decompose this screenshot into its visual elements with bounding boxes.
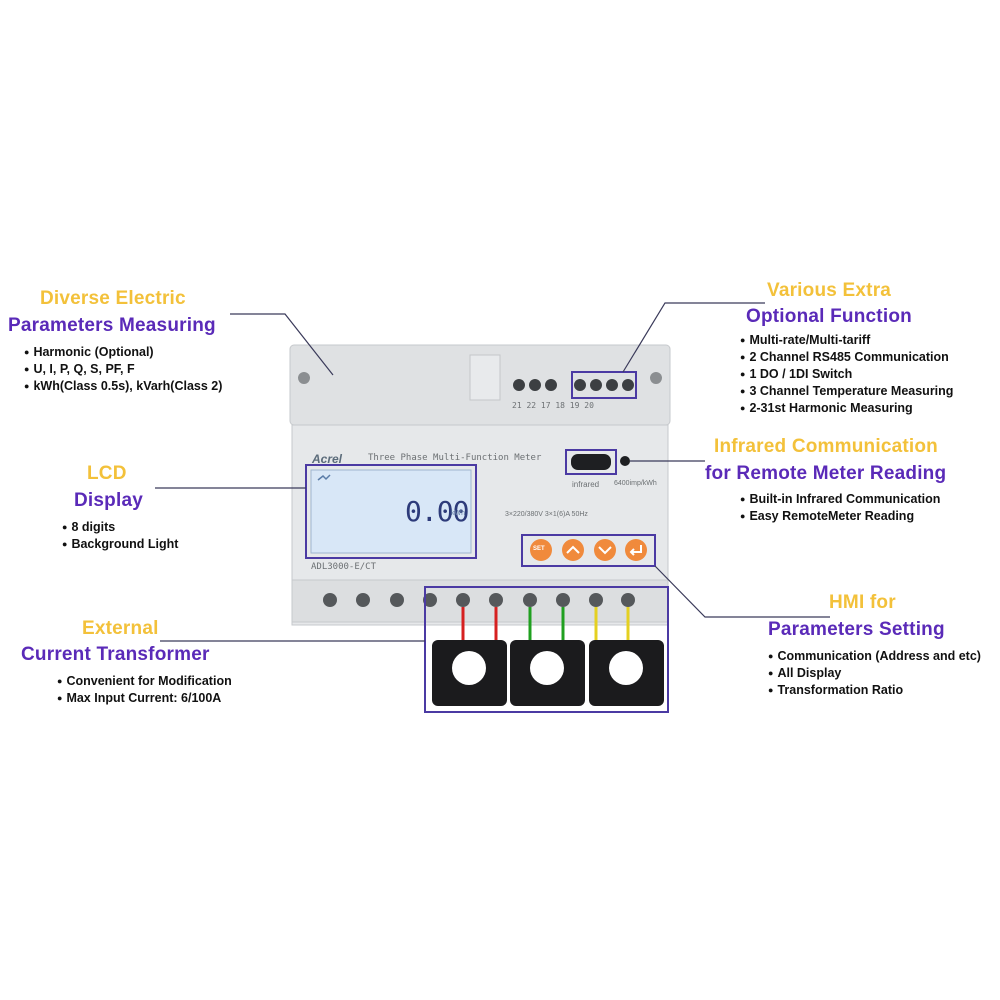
terminal-labels: 21 22 17 18 19 20 (512, 401, 594, 410)
lcd-screen (310, 469, 472, 554)
ct-bullets: Convenient for Modification Max Input Cu… (57, 673, 232, 707)
infrared-bullets: Built-in Infrared Communication Easy Rem… (740, 491, 940, 525)
current-transformers (432, 640, 664, 706)
list-item: kWh(Class 0.5s), kVarh(Class 2) (24, 378, 222, 395)
ct-wires (461, 607, 630, 640)
meter-clip (469, 354, 501, 401)
diverse-bullets: Harmonic (Optional) U, I, P, Q, S, PF, F… (24, 344, 222, 395)
list-item: 3 Channel Temperature Measuring (740, 383, 953, 400)
diverse-heading-2: Parameters Measuring (8, 315, 216, 336)
lcd-value: 0.00 (405, 495, 469, 528)
list-item: 1 DO / 1DI Switch (740, 366, 953, 383)
list-item: 2 Channel RS485 Communication (740, 349, 953, 366)
infrared-heading-1: Infrared Communication (714, 436, 938, 457)
pulse-led-icon (620, 456, 630, 466)
list-item: Convenient for Modification (57, 673, 231, 690)
list-item: All Display (768, 665, 981, 682)
list-item: Communication (Address and etc) (768, 648, 981, 665)
ct-heading-2: Current Transformer (21, 644, 210, 665)
screw-icon (650, 372, 662, 384)
list-item: 8 digits (62, 519, 178, 536)
infrared-window (571, 454, 611, 470)
infrared-heading-2: for Remote Meter Reading (705, 463, 947, 484)
extra-heading-1: Various Extra (767, 280, 892, 301)
lcd-unit: kWh (451, 510, 465, 517)
rating-label: 3×220/380V 3×1(6)A 50Hz (505, 511, 588, 518)
ct-frame (424, 586, 669, 713)
extra-function-frame (571, 371, 637, 399)
set-button-label: SET (533, 546, 545, 552)
hmi-bullets: Communication (Address and etc) All Disp… (768, 648, 981, 699)
list-item: U, I, P, Q, S, PF, F (24, 361, 222, 378)
hmi-heading-2: Parameters Setting (768, 619, 945, 640)
diverse-heading-1: Diverse Electric (40, 288, 186, 309)
hmi-buttons (530, 539, 647, 561)
infrared-frame (565, 449, 617, 475)
ct-heading-1: External (82, 618, 159, 639)
list-item: Easy RemoteMeter Reading (740, 508, 940, 525)
list-item: Max Input Current: 6/100A (57, 690, 232, 707)
lcd-bullets: 8 digits Background Light (62, 519, 178, 553)
leader-lines (155, 302, 830, 642)
screw-icon (298, 372, 310, 384)
lcd-frame (305, 464, 477, 559)
extra-heading-2: Optional Function (746, 306, 912, 327)
list-item: Transformation Ratio (768, 682, 981, 699)
bottom-terminal-screws (323, 593, 635, 607)
extra-bullets: Multi-rate/Multi-tariff 2 Channel RS485 … (740, 332, 953, 417)
imp-label: 6400imp/kWh (614, 480, 657, 487)
list-item: Multi-rate/Multi-tariff (740, 332, 953, 349)
brand-logo: Acrel (312, 452, 343, 466)
lcd-heading-2: Display (74, 490, 143, 511)
meter-title: Three Phase Multi-Function Meter (368, 453, 542, 463)
lcd-heading-1: LCD (87, 463, 127, 484)
infrared-label: infrared (572, 480, 600, 489)
list-item: Harmonic (Optional) (24, 344, 222, 361)
top-terminals (513, 379, 634, 391)
list-item: Background Light (62, 536, 178, 553)
signal-icon (317, 474, 331, 481)
list-item: Built-in Infrared Communication (740, 491, 940, 508)
hmi-heading-1: HMI for (829, 592, 896, 613)
list-item: 2-31st Harmonic Measuring (740, 400, 953, 417)
model-label: ADL3000-E/CT (311, 562, 377, 572)
hmi-frame (521, 534, 656, 567)
